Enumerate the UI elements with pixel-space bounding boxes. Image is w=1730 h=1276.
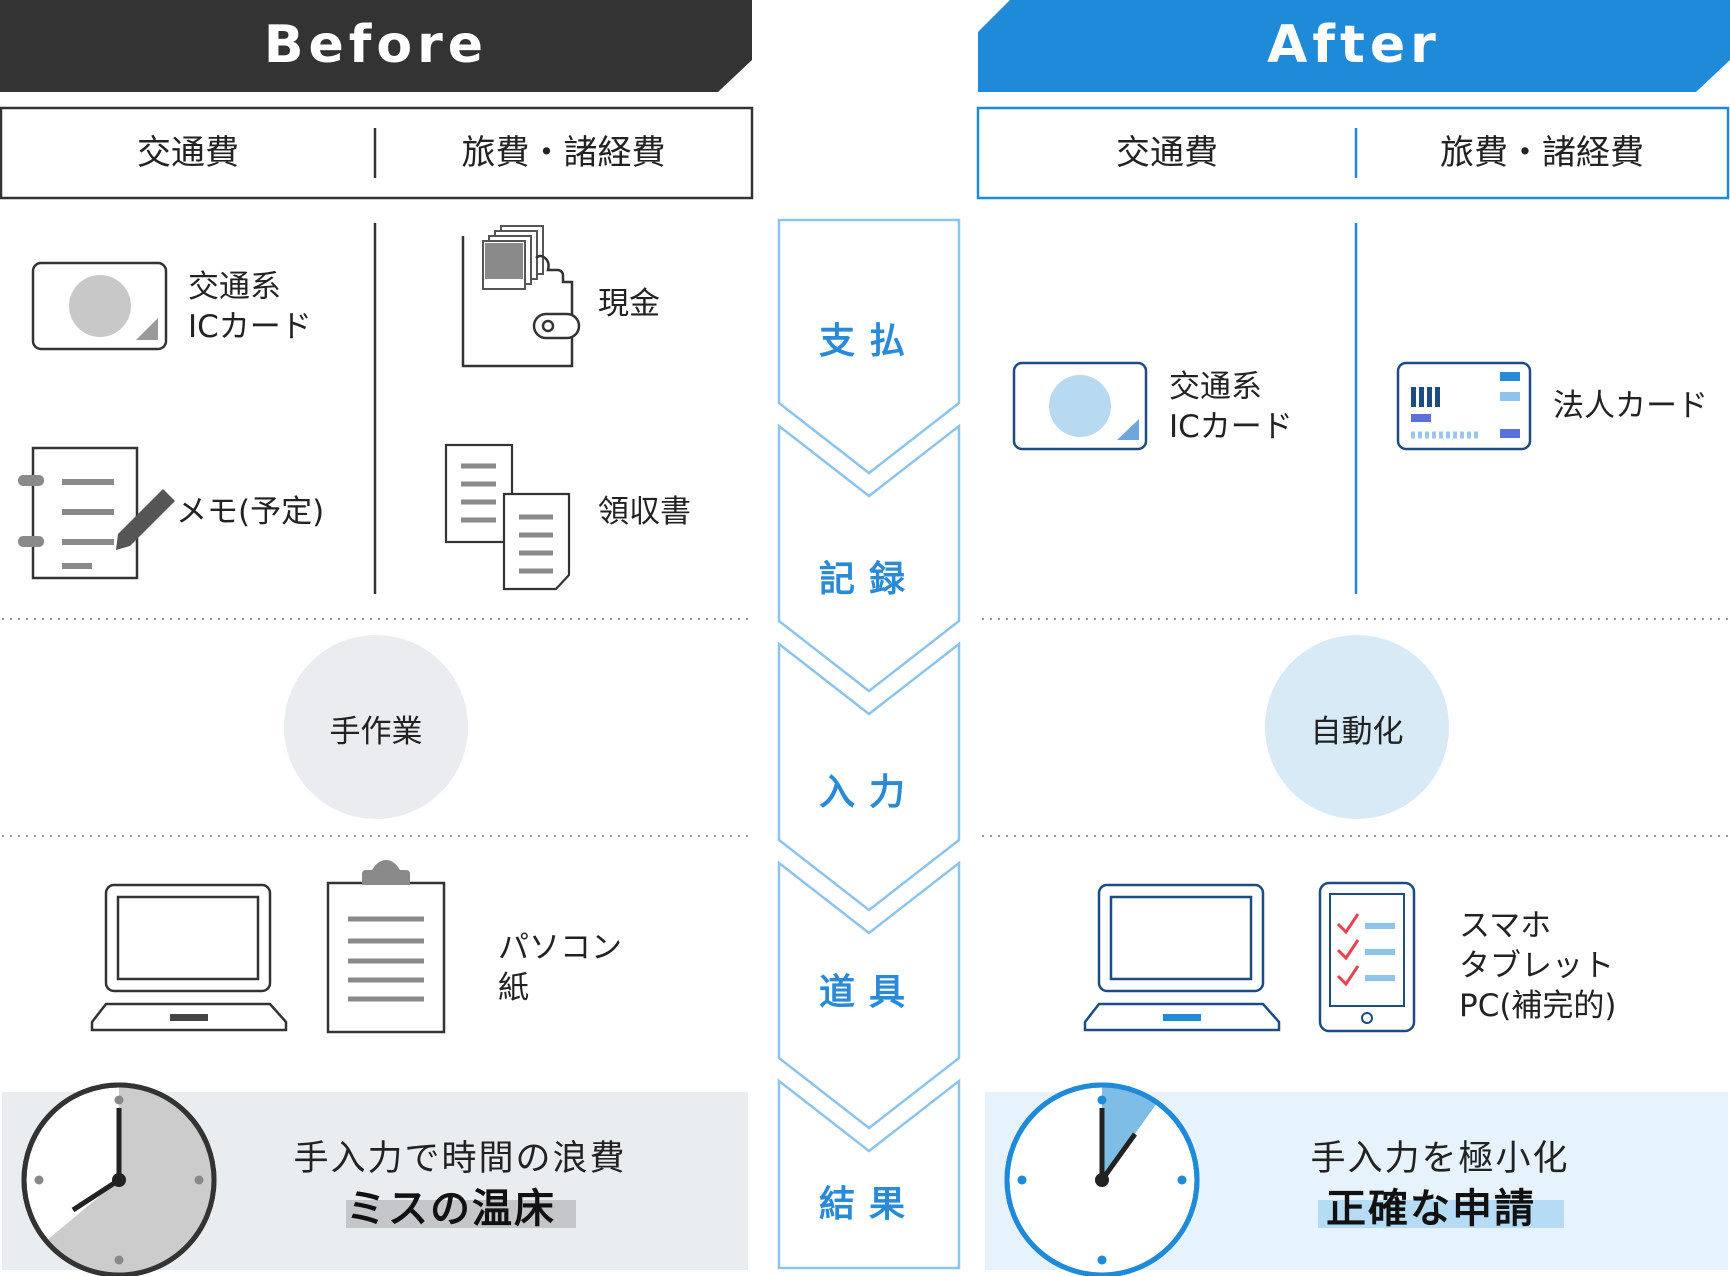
after-process-circle — [1265, 635, 1449, 819]
after-laptop-icon — [1083, 883, 1281, 1032]
after-category-transport: 交通費 — [1116, 133, 1218, 173]
after-result-line2: 正確な申請 — [1326, 1186, 1536, 1232]
after-header-banner — [978, 0, 1730, 92]
after-category-box — [976, 106, 1730, 200]
laptop-icon — [90, 883, 288, 1032]
after-title: After — [1267, 15, 1441, 75]
after-result-line1: 手入力を極小化 — [1310, 1139, 1570, 1179]
step-chevron-2 — [777, 423, 961, 693]
before-ic-card-label: 交通系 ICカード — [188, 269, 312, 345]
step-chevron-5 — [777, 1078, 961, 1270]
before-cash-label: 現金 — [598, 286, 660, 322]
before-category-travel: 旅費・諸経費 — [461, 133, 666, 173]
before-memo-label: メモ(予定) — [176, 494, 325, 530]
before-process-circle — [284, 635, 468, 819]
step-chevron-1 — [777, 218, 961, 475]
step-result: 結果 — [818, 1184, 919, 1225]
step-tools: 道具 — [818, 972, 919, 1013]
step-record: 記録 — [818, 559, 919, 600]
before-category-transport: 交通費 — [137, 133, 239, 173]
step-chevron-3 — [777, 641, 961, 912]
before-category-box — [0, 106, 754, 200]
step-chevron-4 — [777, 860, 961, 1130]
after-clock-icon — [1004, 1082, 1200, 1276]
after-category-travel: 旅費・諸経費 — [1440, 133, 1644, 173]
wallet-cash-icon — [461, 225, 581, 368]
clipboard-icon — [326, 860, 446, 1034]
transit-ic-card-icon — [31, 261, 168, 351]
receipt-icon — [444, 443, 571, 591]
before-tools-label: パソコン 紙 — [498, 930, 622, 1006]
tablet-icon — [1318, 881, 1416, 1033]
after-corporate-card-label: 法人カード — [1553, 388, 1708, 424]
memo-icon — [18, 446, 175, 580]
after-ic-card-label: 交通系 ICカード — [1169, 369, 1293, 445]
before-clock-icon — [21, 1082, 217, 1276]
before-result-line2: ミスの温床 — [346, 1186, 556, 1232]
corporate-card-icon — [1396, 361, 1532, 451]
before-receipt-label: 領収書 — [598, 494, 691, 530]
before-result-line1: 手入力で時間の浪費 — [293, 1139, 627, 1179]
step-pay: 支払 — [818, 321, 919, 362]
after-process-label: 自動化 — [1310, 714, 1404, 750]
before-header-banner — [0, 0, 752, 92]
after-tools-label: スマホ タブレット PC(補完的) — [1459, 908, 1617, 1024]
before-process-label: 手作業 — [329, 714, 423, 750]
step-input: 入力 — [818, 772, 919, 813]
before-title: Before — [263, 15, 489, 75]
after-transit-ic-card-icon — [1012, 361, 1148, 451]
